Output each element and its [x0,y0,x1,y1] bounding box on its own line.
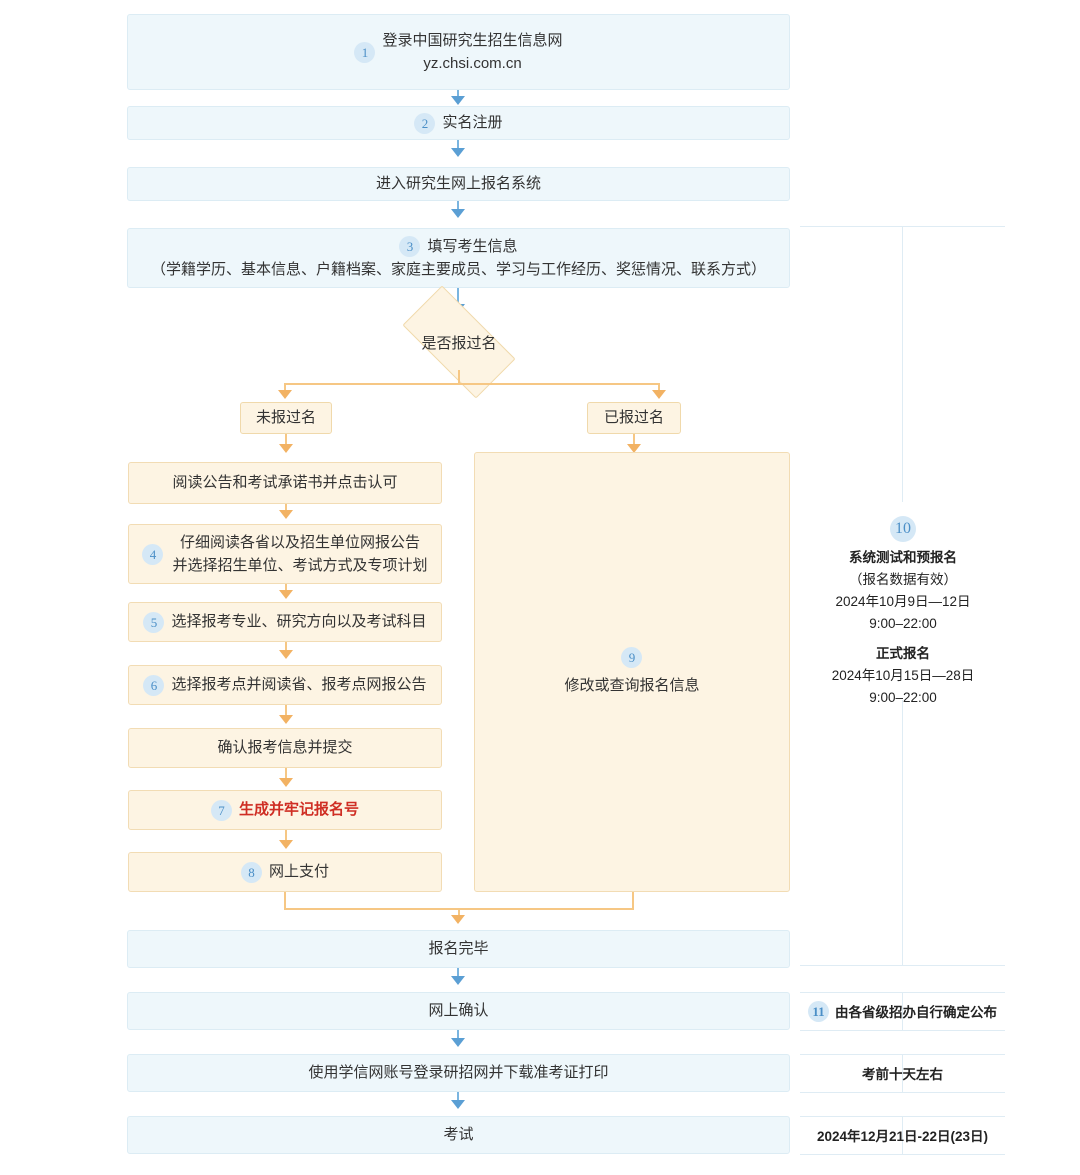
node-register-content: 2 实名注册 [414,111,503,134]
node-modify-query-content: 9 修改或查询报名信息 [564,646,700,697]
node-choose-major[interactable]: 5 选择报考专业、研究方向以及考试科目 [128,602,442,642]
decision-label: 是否报过名 [421,334,497,352]
node-choose-exam-site[interactable]: 6 选择报考点并阅读省、报考点网报公告 [128,665,442,705]
node-exam[interactable]: 考试 [127,1116,790,1154]
node-enter-system-text: 进入研究生网上报名系统 [375,175,541,193]
sidebar-pretest-time: 9:00–22:00 [869,615,937,631]
sidebar-spacer [812,634,994,643]
step-badge-10-wrap: 10 [812,516,994,542]
node-fill-info[interactable]: 3 填写考生信息 （学籍学历、基本信息、户籍档案、家庭主要成员、学习与工作经历、… [127,228,790,288]
sidebar-row-confirm-note-text: 由各省级招办自行确定公布 [835,1005,997,1020]
sidebar-rule-7 [800,1154,1005,1155]
node-choose-exam-site-content: 6 选择报考点并阅读省、报考点网报公告 [143,673,427,696]
node-modify-query[interactable]: 9 修改或查询报名信息 [474,452,790,892]
node-read-notice-text: 阅读公告和考试承诺书并点击认可 [172,474,398,492]
node-read-province-notice-text: 仔细阅读各省以及招生单位网报公告 并选择招生单位、考试方式及专项计划 [172,533,428,574]
node-confirm-submit-text: 确认报考信息并提交 [217,739,353,757]
node-fill-info-line2: （学籍学历、基本信息、户籍档案、家庭主要成员、学习与工作经历、奖惩情况、联系方式… [150,261,766,278]
node-choose-major-content: 5 选择报考专业、研究方向以及考试科目 [143,610,427,633]
node-online-payment-content: 8 网上支付 [240,860,329,883]
step-badge-9-wrap: 9 [564,646,699,668]
step-badge-11: 11 [808,1000,829,1022]
sidebar-rule-vertical-row2 [902,1054,903,1092]
step-badge-5: 5 [143,611,165,633]
node-login-text: 登录中国研究生招生信息网 yz.chsi.com.cn [382,31,563,72]
node-generate-number-content: 7 生成并牢记报名号 [210,798,359,821]
node-online-payment-text: 网上支付 [268,863,329,881]
node-enter-system-content: 进入研究生网上报名系统 [376,172,541,195]
sidebar-row-confirm-note: 11 由各省级招办自行确定公布 [800,992,1005,1030]
step-badge-9: 9 [621,646,643,668]
sidebar-row-ticket-note: 考前十天左右 [800,1054,1005,1092]
step-badge-7: 7 [210,799,232,821]
sidebar-formal-title: 正式报名 [876,646,930,662]
sidebar-rule-vertical-row1 [902,992,903,1030]
node-login[interactable]: 1 登录中国研究生招生信息网 yz.chsi.com.cn [127,14,790,90]
node-download-ticket-content: 使用学信网账号登录研招网并下载准考证打印 [308,1061,608,1084]
node-exam-text: 考试 [443,1126,474,1144]
node-online-payment[interactable]: 8 网上支付 [128,852,442,892]
node-read-province-notice-content: 4 仔细阅读各省以及招生单位网报公告 并选择招生单位、考试方式及专项计划 [142,531,428,578]
node-modify-query-text: 修改或查询报名信息 [564,676,700,694]
node-register[interactable]: 2 实名注册 [127,106,790,140]
step-badge-4: 4 [142,543,164,565]
node-confirm-submit[interactable]: 确认报考信息并提交 [128,728,442,768]
node-online-confirm[interactable]: 网上确认 [127,992,790,1030]
node-generate-number-text: 生成并牢记报名号 [238,801,359,819]
node-generate-number[interactable]: 7 生成并牢记报名号 [128,790,442,830]
sidebar-rule-vertical-upper [902,226,903,502]
node-choose-exam-site-text: 选择报考点并阅读省、报考点网报公告 [171,676,427,694]
node-enter-system[interactable]: 进入研究生网上报名系统 [127,167,790,201]
node-fill-info-line1: 3 填写考生信息 [151,235,766,258]
step-badge-3: 3 [399,235,421,257]
node-read-province-notice[interactable]: 4 仔细阅读各省以及招生单位网报公告 并选择招生单位、考试方式及专项计划 [128,524,442,584]
branch-tag-not-registered-text: 未报过名 [255,409,316,427]
step-badge-10: 10 [890,516,916,542]
sidebar-schedule-block: 10 系统测试和预报名 （报名数据有效） 2024年10月9日—12日 9:00… [812,516,994,709]
sidebar-rule-1 [800,965,1005,966]
sidebar-row-ticket-note-text: 考前十天左右 [862,1067,943,1082]
node-online-confirm-text: 网上确认 [428,1002,489,1020]
sidebar-pretest-date: 2024年10月9日—12日 [835,593,971,609]
node-finish-signup-content: 报名完毕 [428,937,488,960]
branch-tag-registered-text: 已报过名 [603,409,664,427]
sidebar-rule-vertical-lower [902,700,903,965]
step-badge-1: 1 [354,41,376,63]
step-badge-6: 6 [143,674,165,696]
sidebar-row-exam-note-text: 2024年12月21日-22日(23日) [816,1129,989,1144]
sidebar-pretest-title: 系统测试和预报名 [849,550,957,565]
node-exam-content: 考试 [443,1123,473,1146]
step-badge-2: 2 [414,112,436,134]
sidebar-rule-3 [800,1030,1005,1031]
sidebar-rule-5 [800,1092,1005,1093]
node-fill-info-text: 3 填写考生信息 （学籍学历、基本信息、户籍档案、家庭主要成员、学习与工作经历、… [151,235,766,282]
node-online-confirm-content: 网上确认 [428,999,488,1022]
node-finish-signup[interactable]: 报名完毕 [127,930,790,968]
node-read-notice[interactable]: 阅读公告和考试承诺书并点击认可 [128,462,442,504]
node-confirm-submit-content: 确认报考信息并提交 [217,736,352,759]
decision-has-registered[interactable]: 是否报过名 [402,285,516,399]
node-login-content: 1 登录中国研究生招生信息网 yz.chsi.com.cn [354,29,563,76]
branch-tag-registered[interactable]: 已报过名 [587,402,681,434]
sidebar-row-exam-note: 2024年12月21日-22日(23日) [800,1116,1005,1154]
sidebar-formal-date: 2024年10月15日—28日 [831,668,975,684]
sidebar-formal-time: 9:00–22:00 [869,690,937,706]
node-download-ticket-text: 使用学信网账号登录研招网并下载准考证打印 [308,1064,609,1082]
step-badge-8: 8 [240,861,262,883]
node-download-ticket[interactable]: 使用学信网账号登录研招网并下载准考证打印 [127,1054,790,1092]
sidebar-rule-vertical-row3 [902,1116,903,1154]
node-choose-major-text: 选择报考专业、研究方向以及考试科目 [171,613,427,631]
sidebar-pretest-note: （报名数据有效） [849,571,957,587]
node-register-text: 实名注册 [442,114,503,132]
node-finish-signup-text: 报名完毕 [428,940,489,958]
branch-tag-not-registered[interactable]: 未报过名 [240,402,332,434]
node-read-notice-content: 阅读公告和考试承诺书并点击认可 [172,471,397,494]
